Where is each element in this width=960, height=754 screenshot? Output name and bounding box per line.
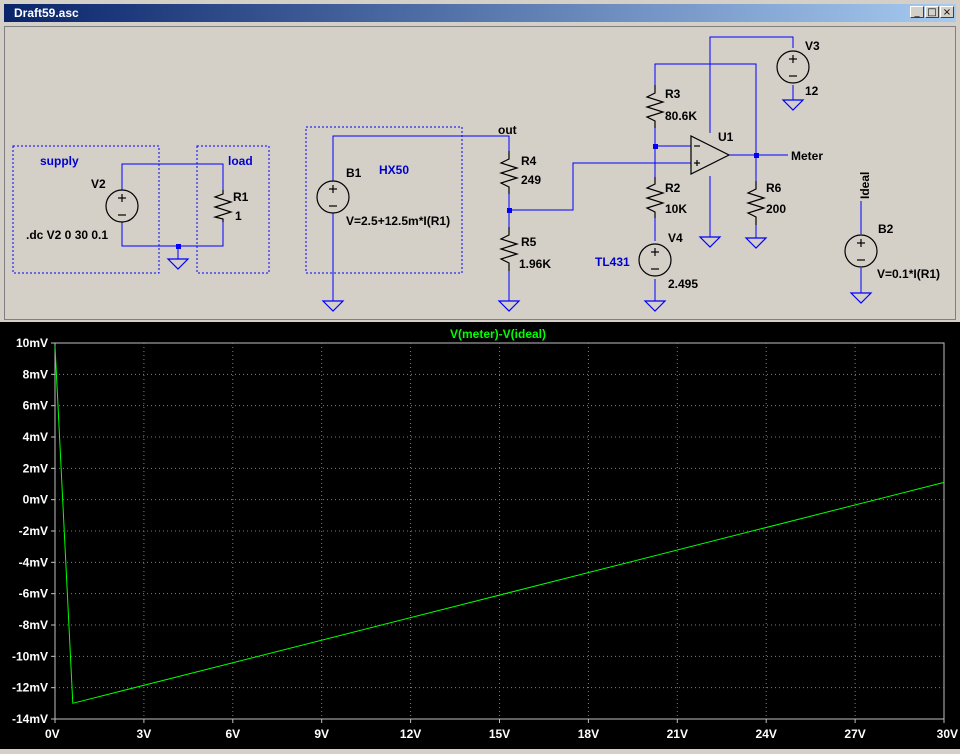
v3-source-icon[interactable] [776,50,810,84]
ground-icon [321,300,345,312]
load-box[interactable] [196,145,270,274]
r6-resistor-icon[interactable] [745,181,767,225]
r5-resistor-icon[interactable] [498,227,520,271]
r1-value: 1 [235,209,242,223]
plot-grid [55,343,944,719]
ground-icon [166,258,190,270]
r2-resistor-icon[interactable] [644,177,666,218]
trace-label[interactable]: V(meter)-V(ideal) [450,327,546,341]
r5-name: R5 [521,235,537,249]
b2-expression: V=0.1*I(R1) [877,267,940,281]
r6-name: R6 [766,181,782,195]
meter-net-label: Meter [791,149,823,163]
y-tick-label: 2mV [23,461,48,475]
y-tick-label: 6mV [23,399,48,413]
v4-name: V4 [668,231,683,245]
b1-expression: V=2.5+12.5m*I(R1) [346,214,450,228]
r4-value: 249 [521,173,541,187]
r4-resistor-icon[interactable] [498,151,520,194]
r2-name: R2 [665,181,681,195]
out-net-label: out [498,123,517,137]
ground-icon [497,300,521,312]
ideal-net-label: Ideal [858,172,872,199]
supply-label: supply [40,154,79,168]
ground-icon [698,236,722,248]
junction-dots [176,144,759,249]
r2-value: 10K [665,202,687,216]
v4-source-icon[interactable] [638,243,672,277]
v3-name: V3 [805,39,820,53]
trace-series-line[interactable] [54,346,945,704]
schematic-pane[interactable]: supply load HX50 TL431 V2 R1 1 .dc V2 0 … [4,26,956,320]
y-tick-label: -6mV [19,587,48,601]
v2-name: V2 [91,177,106,191]
v4-value: 2.495 [668,277,698,291]
ground-icon [744,237,768,249]
ground-symbols [166,99,873,312]
r3-resistor-icon[interactable] [644,85,666,128]
x-tick-label: 30V [937,727,958,741]
b2-name: B2 [878,222,894,236]
x-tick-label: 9V [314,727,329,741]
b1-name: B1 [346,166,362,180]
y-tick-label: -10mV [12,649,48,663]
supply-box[interactable] [12,145,160,274]
y-tick-label: -4mV [19,555,48,569]
close-button[interactable]: × [940,6,954,18]
window-titlebar[interactable]: Draft59.asc _ □ × [0,0,960,26]
window-title: Draft59.asc [14,6,79,20]
ground-icon [781,99,805,111]
opamp-u1-icon[interactable] [690,135,731,175]
waveform-plot-pane[interactable]: V(meter)-V(ideal) 0V 3V 6V 9V 12V 15V 18V 21V 24… [0,322,960,749]
schematic-wires [121,36,862,301]
x-tick-label: 3V [137,727,152,741]
x-axis-ticks: 0V 3V 6V 9V 12V 15V 18V 21V 24V 27V 30V [45,719,958,741]
y-tick-label: 0mV [23,493,48,507]
v3-value: 12 [805,84,819,98]
hx50-box[interactable] [305,126,463,274]
x-tick-label: 24V [756,727,777,741]
y-tick-label: 4mV [23,430,48,444]
load-label: load [228,154,253,168]
x-tick-label: 6V [225,727,240,741]
dc-directive[interactable]: .dc V2 0 30 0.1 [26,228,108,242]
y-axis-ticks: 10mV 8mV 6mV 4mV 2mV 0mV -2mV -4mV -6mV -8mV -10mV… [12,336,55,726]
schematic-canvas[interactable]: supply load HX50 TL431 V2 R1 1 .dc V2 0 … [5,27,955,319]
hx50-label: HX50 [379,163,409,177]
r3-value: 80.6K [665,109,697,123]
r3-name: R3 [665,87,681,101]
voltage-sources [105,50,878,277]
minimize-button[interactable]: _ [910,6,924,18]
y-tick-label: 8mV [23,367,48,381]
x-tick-label: 12V [400,727,421,741]
b2-source-icon[interactable] [844,234,878,268]
b1-source-icon[interactable] [316,180,350,214]
y-tick-label: -14mV [12,712,48,726]
r4-name: R4 [521,154,537,168]
group-boxes [12,126,463,274]
r6-value: 200 [766,202,786,216]
y-tick-label: -12mV [12,681,48,695]
restore-button[interactable]: □ [925,6,939,18]
y-tick-label: 10mV [16,336,48,350]
u1-name: U1 [718,130,734,144]
resistors [212,85,767,271]
r1-resistor-icon[interactable] [212,190,234,222]
x-tick-label: 18V [578,727,599,741]
ground-icon [849,292,873,304]
titlebar-gradient: Draft59.asc _ □ × [4,4,956,22]
r5-value: 1.96K [519,257,551,271]
x-tick-label: 15V [489,727,510,741]
x-tick-label: 0V [45,727,60,741]
x-tick-label: 21V [667,727,688,741]
ground-icon [643,300,667,312]
tl431-label: TL431 [595,255,630,269]
waveform-chart[interactable]: V(meter)-V(ideal) 0V 3V 6V 9V 12V 15V 18V 21V 24… [0,322,960,749]
y-tick-label: -8mV [19,618,48,632]
r1-name: R1 [233,190,249,204]
v2-source-icon[interactable] [105,189,139,223]
y-tick-label: -2mV [19,524,48,538]
x-tick-label: 27V [844,727,865,741]
